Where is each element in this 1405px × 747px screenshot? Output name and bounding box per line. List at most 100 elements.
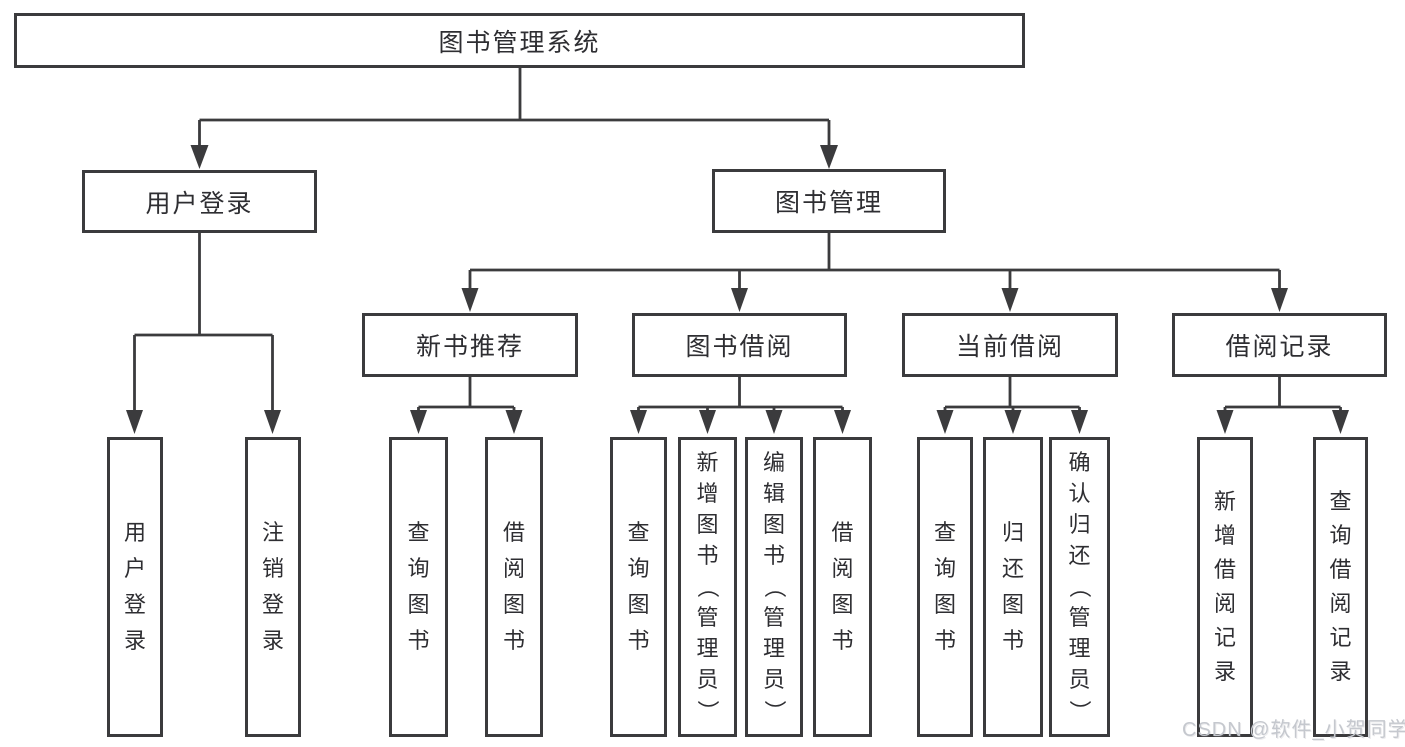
vertical-char: ） bbox=[761, 699, 787, 723]
arrowhead bbox=[461, 288, 479, 312]
vertical-char: 查 bbox=[627, 520, 650, 545]
node-new-book-recommendation: 新书推荐 bbox=[362, 313, 578, 377]
vertical-char: 书 bbox=[627, 628, 650, 653]
node-borrowing-records: 借阅记录 bbox=[1172, 313, 1387, 377]
vertical-char: 登 bbox=[123, 592, 146, 617]
leaf-confirm-return-admin: 确认归还（管理员） bbox=[1049, 437, 1110, 737]
vertical-char: 管 bbox=[1068, 605, 1091, 630]
vertical-char: （ bbox=[761, 575, 787, 599]
vertical-char: 理 bbox=[762, 636, 785, 661]
vertical-char: 图 bbox=[696, 512, 719, 537]
vertical-char: 询 bbox=[933, 556, 956, 581]
vertical-char: 管 bbox=[696, 605, 719, 630]
arrowhead bbox=[264, 410, 281, 434]
vertical-char: 注 bbox=[261, 520, 284, 545]
node-current-borrowing: 当前借阅 bbox=[902, 313, 1118, 377]
vertical-char: 归 bbox=[1068, 512, 1091, 537]
vertical-char: 理 bbox=[696, 636, 719, 661]
vertical-char: 员 bbox=[1068, 667, 1091, 692]
leaf-borrow-books-newbook: 借阅图书 bbox=[485, 437, 543, 737]
vertical-char: 图 bbox=[1001, 592, 1024, 617]
csdn-watermark: CSDN @软件_小贺同学 bbox=[1182, 719, 1405, 741]
vertical-char: 归 bbox=[1001, 520, 1024, 545]
vertical-char: 图 bbox=[933, 592, 956, 617]
vertical-char: 借 bbox=[1329, 557, 1352, 582]
vertical-char: 借 bbox=[1213, 557, 1236, 582]
arrowhead bbox=[1001, 288, 1019, 312]
arrowhead bbox=[126, 410, 143, 434]
leaf-logout: 注销登录 bbox=[245, 437, 301, 737]
vertical-char: 用 bbox=[123, 520, 146, 545]
vertical-char: 借 bbox=[502, 520, 525, 545]
leaf-add-borrowing-record: 新增借阅记录 bbox=[1197, 437, 1253, 737]
arrowhead bbox=[820, 145, 838, 169]
node-book-management: 图书管理 bbox=[712, 169, 946, 233]
vertical-char: 录 bbox=[123, 628, 146, 653]
leaf-edit-books-admin: 编辑图书（管理员） bbox=[745, 437, 803, 737]
vertical-char: 查 bbox=[407, 520, 430, 545]
connector-root bbox=[198, 68, 831, 152]
vertical-char: 记 bbox=[1329, 625, 1352, 650]
vertical-char: 管 bbox=[762, 605, 785, 630]
vertical-char: 图 bbox=[627, 592, 650, 617]
vertical-char: （ bbox=[1067, 575, 1093, 599]
vertical-char: 记 bbox=[1213, 625, 1236, 650]
vertical-char: 书 bbox=[502, 628, 525, 653]
connector-current-borrowing bbox=[943, 377, 1081, 418]
leaf-user-login: 用户登录 bbox=[107, 437, 163, 737]
vertical-char: 阅 bbox=[1213, 591, 1236, 616]
vertical-char: 录 bbox=[1213, 659, 1236, 684]
arrowhead bbox=[410, 410, 427, 434]
arrowhead bbox=[1332, 410, 1349, 434]
vertical-char: 员 bbox=[696, 667, 719, 692]
vertical-char: 书 bbox=[407, 628, 430, 653]
node-book-borrowing: 图书借阅 bbox=[632, 313, 847, 377]
arrowhead bbox=[190, 145, 209, 169]
arrowhead bbox=[699, 410, 716, 434]
vertical-char: 询 bbox=[1329, 523, 1352, 548]
vertical-char: 查 bbox=[1329, 489, 1352, 514]
node-user-login: 用户登录 bbox=[82, 170, 317, 233]
vertical-char: ） bbox=[1067, 699, 1093, 723]
vertical-char: 认 bbox=[1068, 481, 1091, 506]
vertical-char: 图 bbox=[502, 592, 525, 617]
vertical-char: 户 bbox=[123, 556, 146, 581]
arrowhead bbox=[1271, 288, 1288, 312]
vertical-char: 查 bbox=[933, 520, 956, 545]
vertical-char: 录 bbox=[261, 628, 284, 653]
vertical-char: 增 bbox=[1213, 523, 1236, 548]
leaf-return-books: 归还图书 bbox=[983, 437, 1043, 737]
leaf-query-borrowing-record: 查询借阅记录 bbox=[1313, 437, 1368, 737]
arrowhead bbox=[731, 288, 748, 312]
leaf-add-books-admin: 新增图书（管理员） bbox=[678, 437, 737, 737]
vertical-char: 图 bbox=[762, 512, 785, 537]
vertical-char: 阅 bbox=[502, 556, 525, 581]
leaf-query-books-newbook: 查询图书 bbox=[389, 437, 448, 737]
vertical-char: 理 bbox=[1068, 636, 1091, 661]
vertical-char: ） bbox=[695, 699, 721, 723]
vertical-char: 新 bbox=[1213, 489, 1236, 514]
vertical-char: 增 bbox=[696, 481, 719, 506]
vertical-char: 编 bbox=[762, 450, 785, 475]
vertical-char: 登 bbox=[261, 592, 284, 617]
arrowhead bbox=[1004, 410, 1022, 434]
vertical-char: 书 bbox=[1001, 628, 1024, 653]
vertical-char: 还 bbox=[1001, 556, 1024, 581]
vertical-char: 询 bbox=[627, 556, 650, 581]
arrowhead bbox=[1071, 410, 1088, 434]
vertical-char: 图 bbox=[831, 592, 854, 617]
arrowhead bbox=[630, 410, 647, 434]
vertical-char: 确 bbox=[1068, 450, 1091, 475]
vertical-char: 阅 bbox=[1329, 591, 1352, 616]
vertical-char: 员 bbox=[762, 667, 785, 692]
leaf-borrow-books-borrowing: 借阅图书 bbox=[813, 437, 872, 737]
vertical-char: 销 bbox=[261, 556, 284, 581]
vertical-char: 借 bbox=[831, 520, 854, 545]
arrowhead bbox=[936, 410, 954, 434]
connector-borrowing-records bbox=[1223, 377, 1342, 418]
vertical-char: 辑 bbox=[762, 481, 785, 506]
vertical-char: 图 bbox=[407, 592, 430, 617]
vertical-char: 书 bbox=[696, 543, 719, 568]
leaf-query-books-current: 查询图书 bbox=[917, 437, 973, 737]
